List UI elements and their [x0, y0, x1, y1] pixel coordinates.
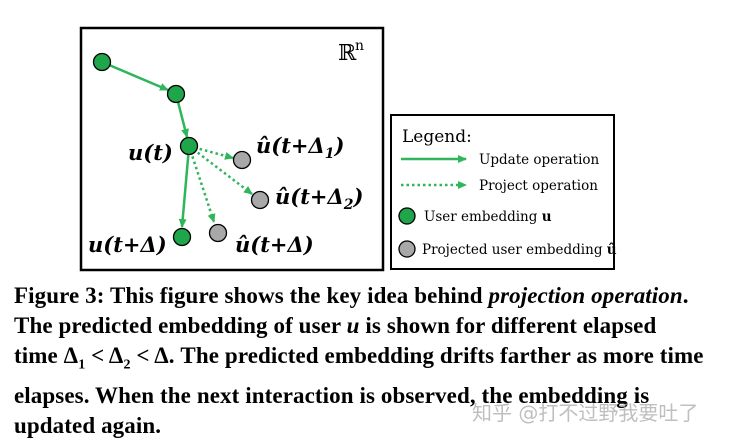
label-proj-3: û(t+Δ) — [235, 232, 314, 257]
project-arrow-3 — [187, 145, 216, 223]
update-arrow-3 — [178, 146, 191, 228]
legend-user-embedding-label: User embedding u — [424, 209, 552, 225]
user-embedding-node-updated — [172, 227, 192, 247]
projected-embedding-node-3 — [208, 223, 228, 243]
legend-user-embedding-swatch — [398, 207, 416, 225]
label-proj-1: û(t+Δ1) — [256, 133, 344, 162]
legend-projected-embedding-swatch — [398, 240, 416, 258]
legend-title: Legend: — [402, 127, 472, 147]
space-symbol: ℝ — [338, 41, 357, 66]
main-panel-frame — [79, 26, 385, 272]
legend-update-label: Update operation — [479, 152, 600, 168]
label-u-t-delta: u(t+Δ) — [88, 232, 167, 257]
label-u-t: u(t) — [128, 140, 173, 165]
update-arrow-1 — [101, 60, 169, 92]
figure-caption: Figure 3: This figure shows the key idea… — [14, 283, 704, 438]
projected-embedding-node-2 — [250, 190, 270, 210]
label-proj-2: û(t+Δ2) — [275, 184, 363, 213]
space-superscript: n — [355, 38, 364, 54]
watermark-text: 知乎 @打不过野我要吐了 — [472, 401, 699, 425]
projected-embedding-node-1 — [232, 150, 252, 170]
user-embedding-node — [92, 52, 112, 72]
figure-diagram: ℝ n u(t) û(t+Δ1) û(t+Δ2) û(t+Δ) u(t+Δ) L… — [79, 26, 617, 272]
user-embedding-node-current — [179, 136, 199, 156]
user-embedding-node — [166, 84, 186, 104]
project-arrow-2 — [188, 145, 253, 195]
legend-project-label: Project operation — [479, 178, 598, 194]
legend-projected-embedding-label: Projected user embedding û — [422, 242, 617, 258]
legend-box — [390, 114, 615, 270]
